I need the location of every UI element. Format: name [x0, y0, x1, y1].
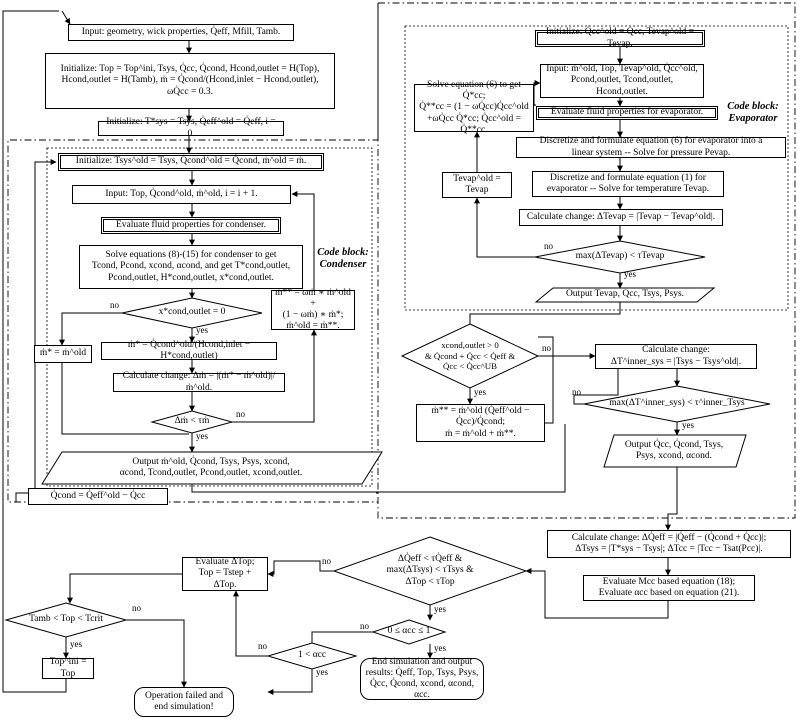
condenser-block-outline: [46, 147, 373, 487]
temperature-range-text: Tamb < Top < Tcrit: [29, 614, 103, 625]
condenser-evaluate-box: Evaluate fluid properties for condenser.: [101, 217, 281, 234]
operation-failed-terminal: Operation failed and end simulation!: [134, 687, 234, 717]
condenser-initialize-box: Initialize: Tsys^old = Tsys, Q̇cond^old …: [58, 153, 324, 171]
initialize-top-box: Initialize: Top = Top^ini, Tsys, Q̇cc, Q…: [45, 53, 335, 109]
mass-flow-condition-text: xcond,outlet > 0 & Q̇cond + Q̇cc < Q̇eff…: [424, 340, 516, 372]
condenser-input-box: Input: Top, Q̇cond^old, ṁ^old, i = i + 1…: [72, 185, 291, 204]
label-no: no: [258, 641, 267, 651]
evaporator-input-box: Input: ṁ^old, Top, Tevap^old, Q̇cc^old, …: [540, 64, 704, 98]
top-evaluate-box: Evaluate ΔTop; Top = Tstep + ΔTop.: [182, 557, 268, 591]
evaporator-discretize1-box: Discretize and formulate equation (1) fo…: [532, 171, 724, 197]
label-no: no: [236, 409, 245, 419]
main-convergence-text: ΔQ̇eff < τQ̇eff & max(ΔTsys) < τTsys & Δ…: [386, 554, 474, 587]
condenser-block-label: Code block: Condenser: [317, 247, 369, 271]
label-yes: yes: [434, 604, 446, 614]
mcc-alpha-evaluate-box: Evaluate Mcc based equation (18); Evalua…: [583, 575, 755, 601]
evaporator-initialize-box: Initialize: Q̇cc^old = Q̇cc, Tevap^old =…: [535, 27, 705, 49]
evaporator-tupdate-box: Tevap^old = Tevap: [442, 172, 512, 198]
alpha-range-text: 0 ≤ αcc ≤ 1: [387, 626, 431, 637]
condenser-xstar-text: x*cond,outlet = 0: [158, 307, 226, 318]
evaporator-discretize6-box: Discretize and formulate equation (6) fo…: [516, 136, 786, 158]
mass-flow-update-box: ṁ** = ṁ^old (Q̇eff^old − Q̇cc)/Q̇cond; ṁ…: [416, 404, 545, 442]
alpha-greater-one-text: 1 < αcc: [297, 650, 327, 661]
evaporator-evaluate-box: Evaluate fluid properties for evaporator…: [536, 106, 718, 120]
system-output-text: Output Q̇cc, Q̇cond, Tsys, Psys, xcond, …: [624, 439, 724, 461]
label-no: no: [132, 603, 141, 613]
condenser-output-parallelogram: [41, 451, 383, 485]
tsys-inner-calculate-box: Calculate change: ΔT^inner_sys = |Tsys −…: [595, 344, 757, 369]
label-yes: yes: [474, 387, 486, 397]
tsys-inner-text: max(ΔT^inner_sys) < τ^inner_Tsys: [609, 398, 745, 409]
qcond-update-box: Q̇cond = Q̇eff^old − Q̇cc: [28, 488, 168, 505]
condenser-mstar-box: ṁ* = Q̇cond^old/(Hcond,inlet − H*cond,ou…: [101, 340, 277, 361]
system-output-parallelogram: [603, 434, 747, 468]
condenser-dm-text: Δṁ < τṁ: [174, 416, 210, 427]
label-no: no: [322, 556, 331, 566]
condenser-solve-box: Solve equations (8)-(15) for condenser t…: [79, 245, 303, 289]
evaporator-block-label: Code block: Evaporator: [727, 101, 779, 125]
end-simulation-terminal: End simulation and output results: Q̇eff…: [360, 657, 484, 700]
evaporator-calculate-box: Calculate change: ΔTevap = |Tevap − Teva…: [519, 209, 723, 226]
label-yes: yes: [316, 667, 328, 677]
condenser-relaxation-box: ṁ** = ωṁ ∗ ṁ^old + (1 − ωṁ) ∗ ṁ*; ṁ^old …: [271, 288, 355, 331]
label-yes: yes: [70, 639, 82, 649]
label-yes: yes: [196, 431, 208, 441]
condenser-calculate-box: Calculate change: Δṁ = |(ṁ* − ṁ^old)|/ṁ^…: [113, 371, 285, 393]
initialize-tsys-box: Initialize: T*sys = Tsys, Q̇eff^old = Q̇…: [98, 117, 284, 139]
label-no: no: [544, 241, 553, 251]
evaporator-dt-text: max(ΔTevap) < τTevap: [575, 251, 665, 262]
label-yes: yes: [196, 325, 208, 335]
evaporator-block-outline: [404, 25, 789, 311]
top-ini-box: Top^ini = Top: [42, 657, 94, 679]
label-no: no: [542, 343, 551, 353]
code-block-outline-outer: [7, 2, 796, 519]
evaporator-solve6-box: Solve equation (6) to get Q̇*cc; Q̇**cc …: [414, 80, 534, 135]
alpha-range-decision: [371, 619, 447, 645]
evaporator-output-text: Output Tevap, Q̇cc, Tsys, Psys.: [565, 289, 685, 300]
label-yes: yes: [624, 269, 636, 279]
label-no: no: [572, 387, 581, 397]
evaporator-output-parallelogram: [534, 287, 716, 303]
condenser-mstar-old-box: ṁ* = ṁ^old: [34, 345, 92, 363]
connectors: [2, 3, 680, 695]
overall-calculate-box: Calculate change: ΔQ̇eff = |Q̇eff − (Q̇c…: [547, 530, 791, 558]
input-box: Input: geometry, wick properties, Q̇eff,…: [68, 24, 294, 41]
condenser-output-text: Output ṁ^old, Q̇cond, Tsys, Psys, xcond,…: [119, 456, 303, 478]
label-no: no: [360, 621, 369, 631]
label-yes: yes: [682, 420, 694, 430]
label-yes: yes: [434, 643, 446, 653]
label-no: no: [110, 300, 119, 310]
